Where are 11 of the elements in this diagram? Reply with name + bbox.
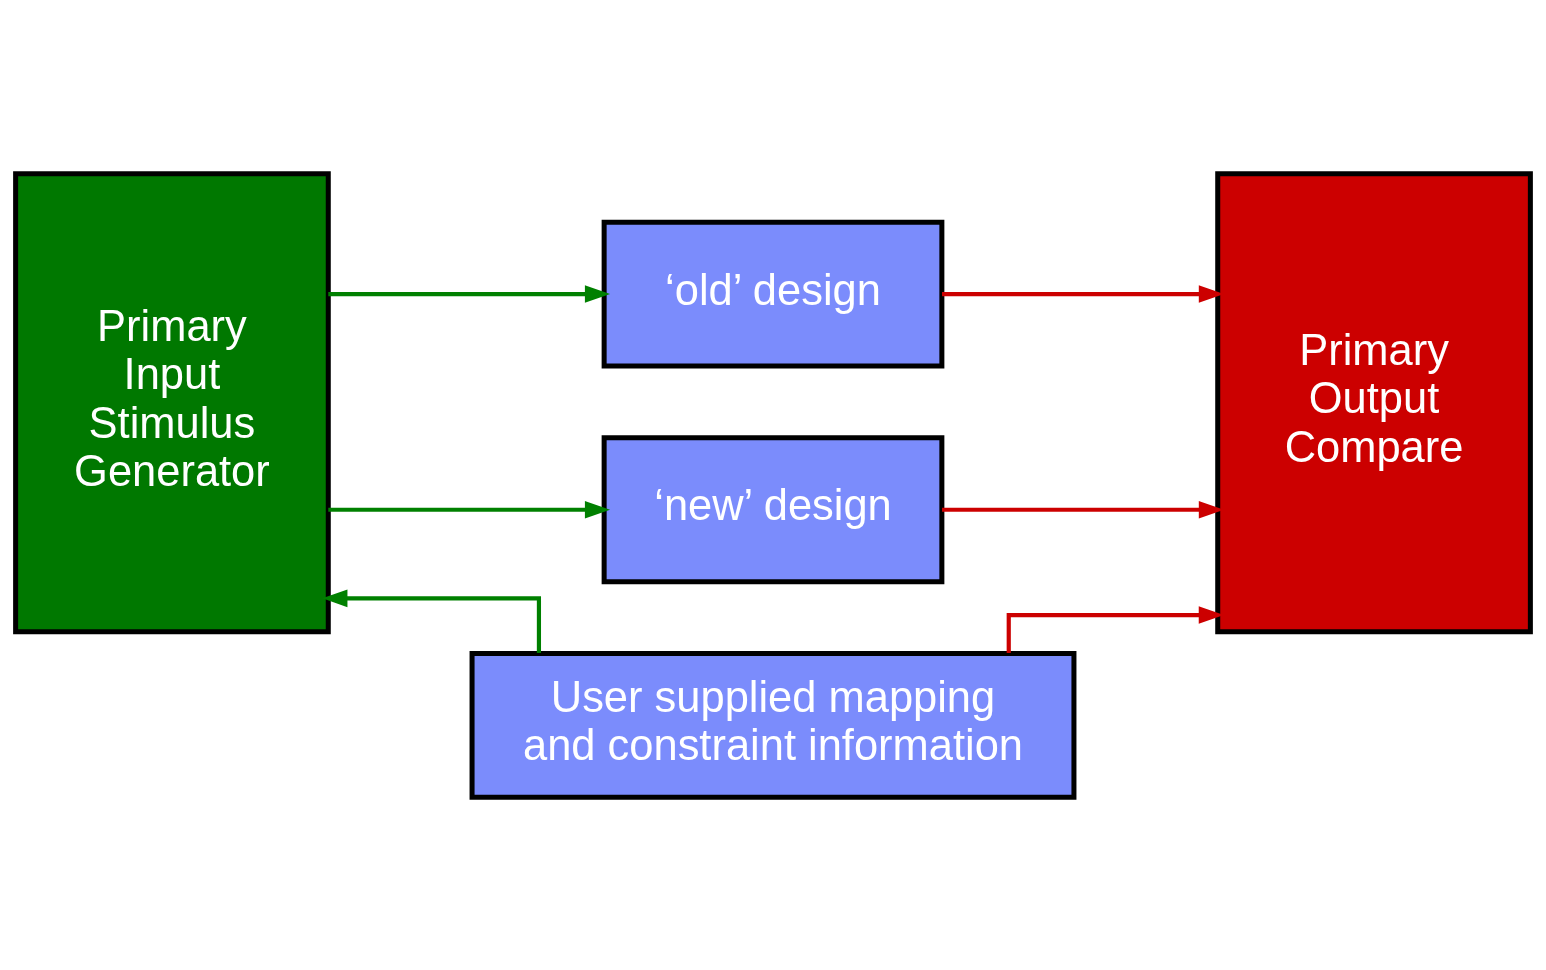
arrow xyxy=(1006,605,1224,653)
node-box: User supplied mapping and constraint information xyxy=(469,650,1077,800)
node-box: ‘old’ design xyxy=(601,219,945,368)
node-box: Primary Output Compare xyxy=(1215,170,1533,634)
node-box: Primary Input Stimulus Generator xyxy=(13,170,331,634)
arrow xyxy=(322,589,541,653)
arrow xyxy=(942,284,1224,303)
arrow xyxy=(328,284,611,303)
node-box: ‘new’ design xyxy=(601,434,945,584)
arrow xyxy=(942,500,1224,519)
arrow xyxy=(328,500,611,519)
